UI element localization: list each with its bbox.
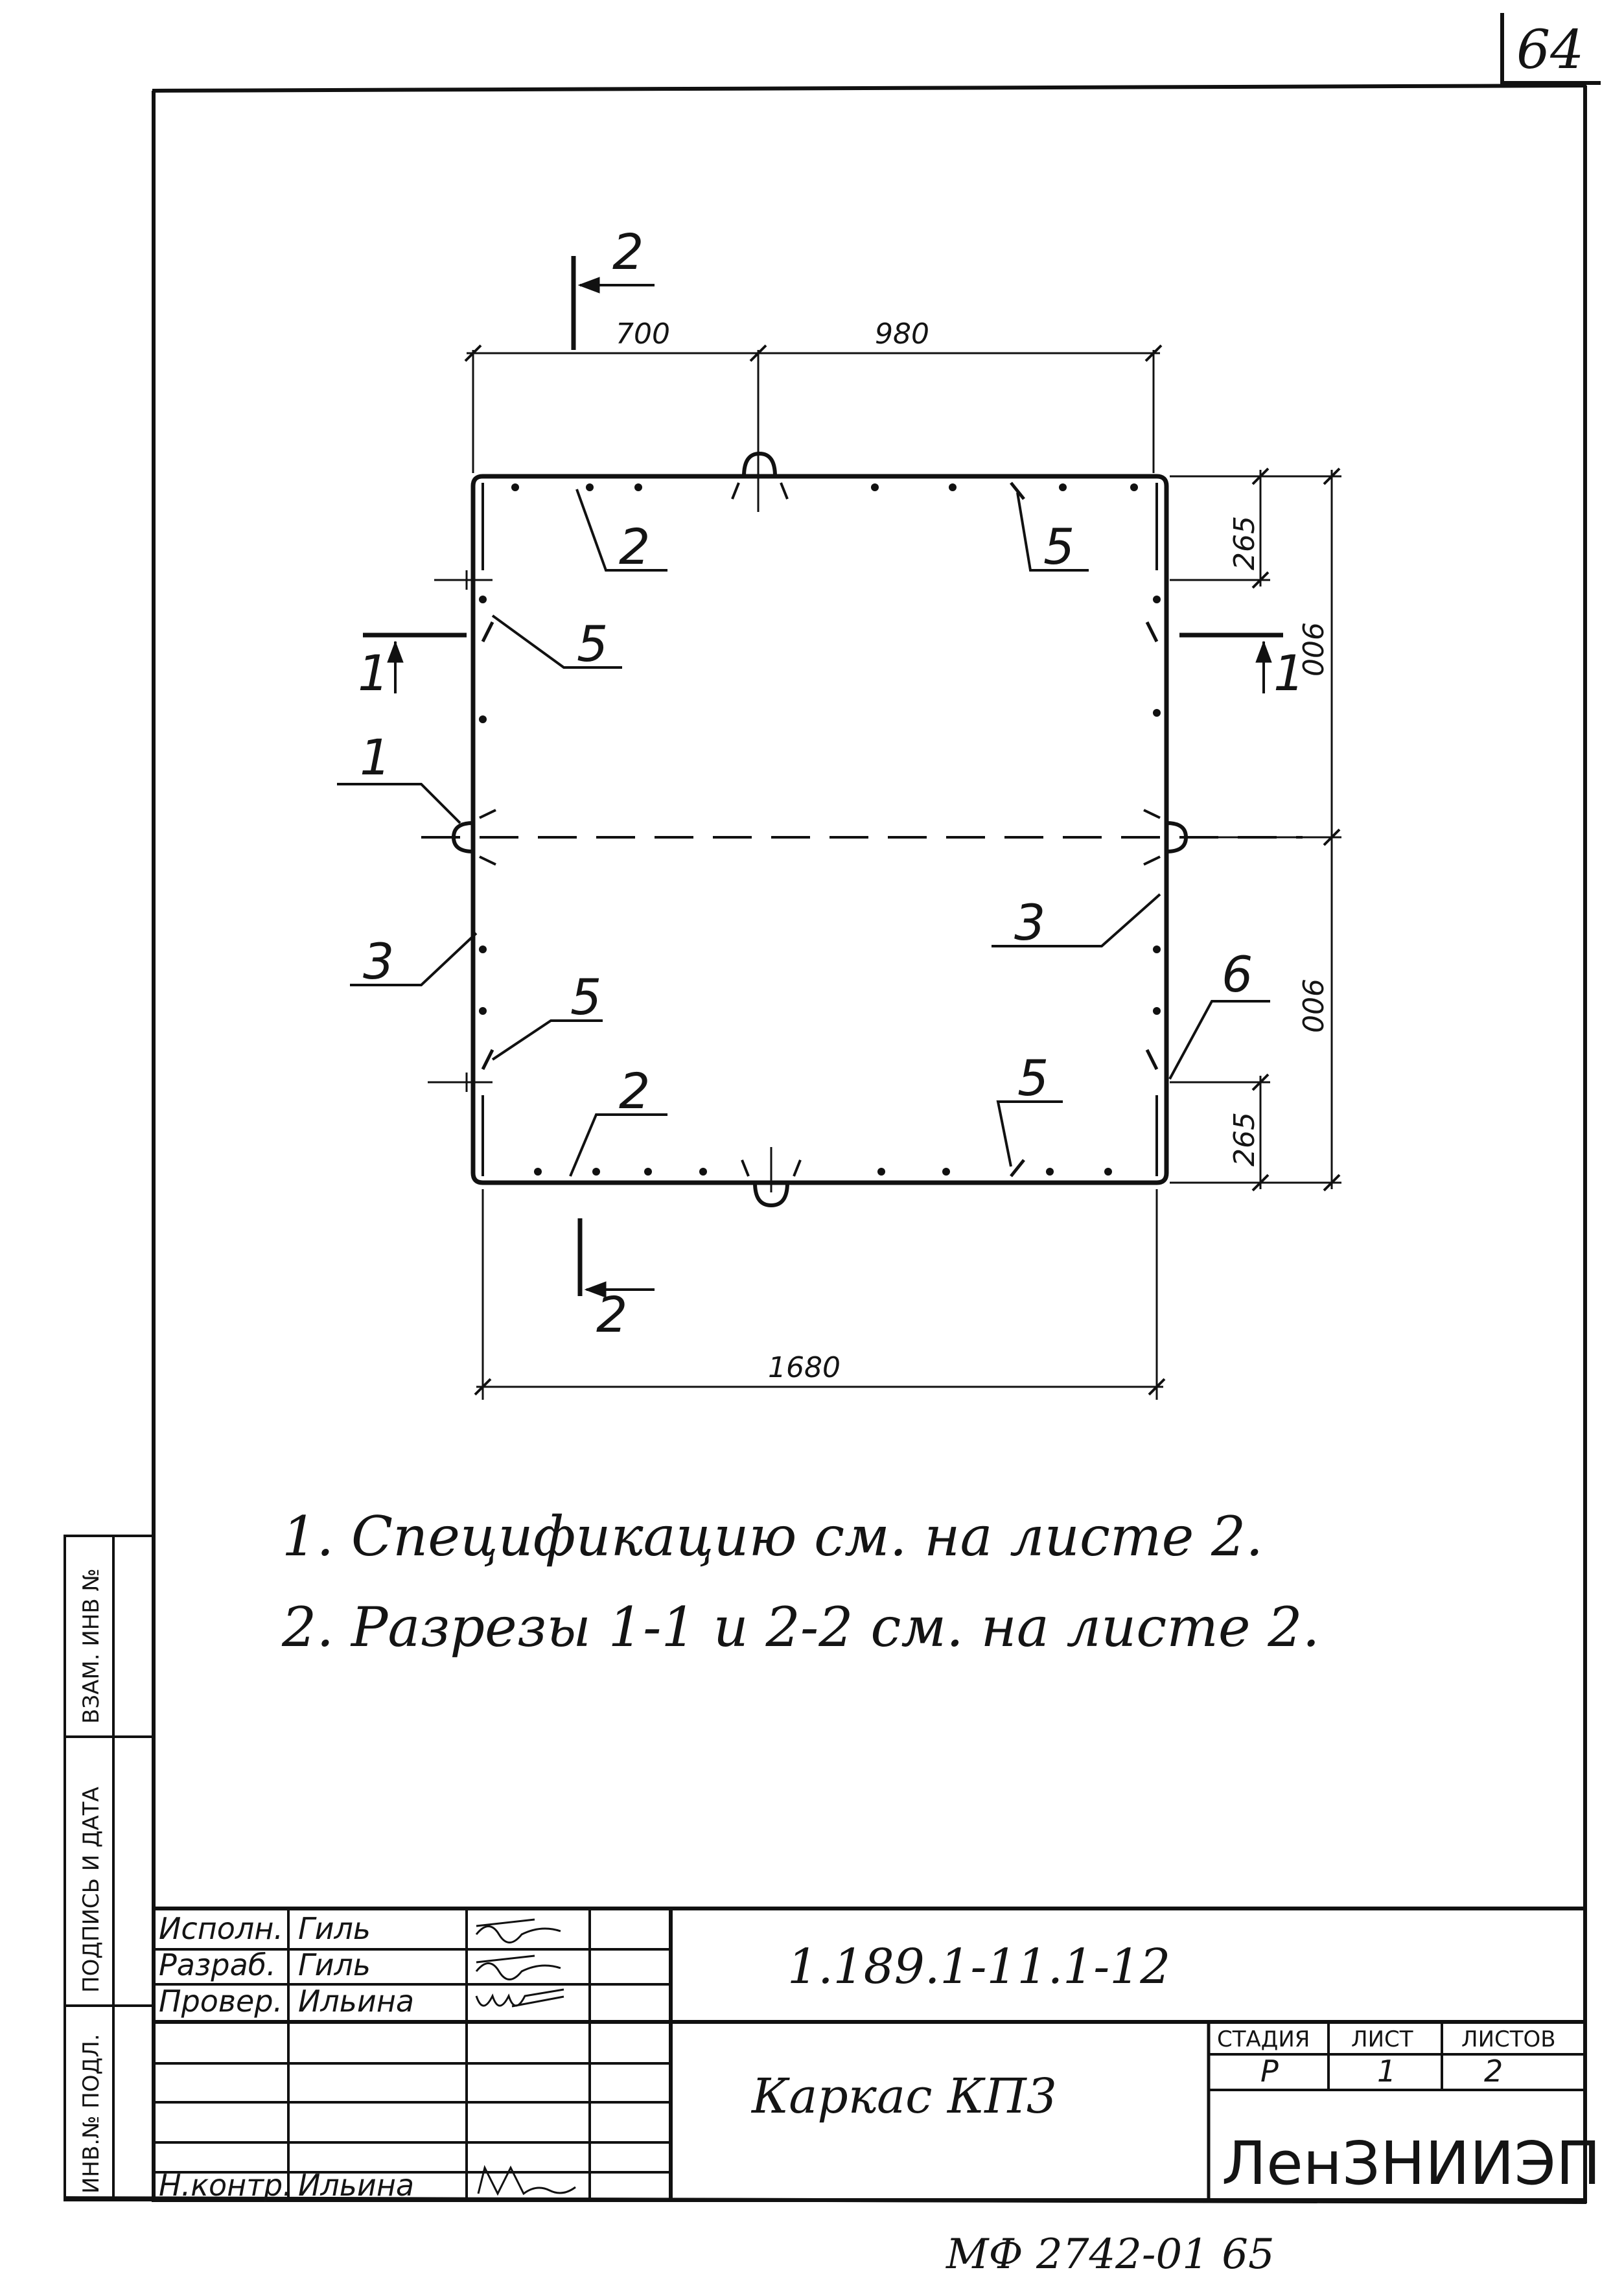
dim-980: 980 bbox=[875, 318, 929, 351]
callout-1: 1 bbox=[360, 728, 391, 786]
role-razrab: Разраб. bbox=[159, 1947, 276, 1982]
dim-1680: 1680 bbox=[768, 1351, 841, 1384]
drawing-frame bbox=[64, 84, 1587, 2204]
side-stamp-podpis-data: ПОДПИСЬ И ДАТА bbox=[78, 1787, 104, 1993]
title-block bbox=[152, 1907, 1587, 2202]
name-ispoln: Гиль bbox=[298, 1911, 371, 1946]
dim-265-bottom: 265 bbox=[1228, 1112, 1261, 1166]
callout-6: 6 bbox=[1222, 945, 1253, 1003]
designation: 1.189.1-11.1-12 bbox=[787, 1939, 1170, 1995]
sheets-value: 2 bbox=[1484, 2054, 1503, 2089]
sheet-value: 1 bbox=[1377, 2054, 1396, 2089]
organization: ЛенЗНИИЭП bbox=[1222, 2129, 1601, 2198]
frame-plan bbox=[421, 350, 1303, 1208]
name-prover: Ильина bbox=[298, 1984, 414, 2019]
loop-bottom bbox=[753, 1182, 789, 1208]
side-stamp bbox=[64, 1535, 155, 2201]
callout-5-left-bottom: 5 bbox=[570, 968, 601, 1026]
callout-5-left-top: 5 bbox=[577, 615, 608, 673]
stage-value: Р bbox=[1260, 2054, 1279, 2089]
name-nkontr: Ильина bbox=[298, 2168, 414, 2203]
dim-900-upper: 900 bbox=[1295, 622, 1328, 677]
sheet-number-box: 64 bbox=[1500, 13, 1601, 85]
footer-code: МФ 2742-01 65 bbox=[945, 2231, 1275, 2279]
callout-leaders bbox=[337, 489, 1270, 1177]
callout-2-bottom: 2 bbox=[619, 1062, 650, 1120]
section-1-right: 1 bbox=[1273, 644, 1305, 702]
callout-3-left: 3 bbox=[363, 933, 394, 990]
section-marks bbox=[363, 256, 1283, 1298]
sheet-label: ЛИСТ bbox=[1351, 2026, 1413, 2052]
drawing-title: Каркас КП3 bbox=[750, 2069, 1057, 2124]
callout-3-right: 3 bbox=[1014, 894, 1045, 951]
loop-left bbox=[451, 821, 474, 853]
frame-outline bbox=[470, 474, 1169, 1185]
role-nkontr: Н.контр. bbox=[159, 2168, 292, 2203]
callout-2-top: 2 bbox=[619, 518, 650, 575]
signatures bbox=[475, 1918, 576, 2196]
note-2: 2. Разрезы 1-1 и 2-2 см. на листе 2. bbox=[281, 1595, 1319, 1659]
sheet-number: 64 bbox=[1516, 19, 1584, 81]
role-prover: Провер. bbox=[159, 1984, 283, 2019]
name-razrab: Гиль bbox=[298, 1947, 371, 1982]
role-ispoln: Исполн. bbox=[159, 1911, 283, 1946]
rebar-dots bbox=[479, 483, 1161, 1176]
side-stamp-vzam-inv: ВЗАМ. ИНВ № bbox=[78, 1568, 104, 1724]
side-stamp-inv-podl: ИНВ.№ ПОДЛ. bbox=[78, 2034, 104, 2194]
callout-5-top-right: 5 bbox=[1043, 518, 1074, 575]
loop-right bbox=[1166, 821, 1189, 853]
note-1: 1. Спецификацию см. на листе 2. bbox=[282, 1505, 1263, 1568]
section-1-left: 1 bbox=[358, 644, 389, 702]
dim-700: 700 bbox=[616, 318, 670, 351]
dim-900-lower: 900 bbox=[1295, 979, 1328, 1033]
dim-265-top: 265 bbox=[1228, 516, 1261, 570]
callout-5-bottom-right: 5 bbox=[1017, 1049, 1049, 1107]
dimension-lines bbox=[428, 344, 1341, 1400]
sheets-label: ЛИСТОВ bbox=[1461, 2026, 1556, 2052]
stage-label: СТАДИЯ bbox=[1217, 2026, 1310, 2052]
section-2-top: 2 bbox=[612, 223, 644, 281]
section-2-bottom: 2 bbox=[596, 1286, 627, 1343]
loop-top bbox=[742, 451, 777, 477]
